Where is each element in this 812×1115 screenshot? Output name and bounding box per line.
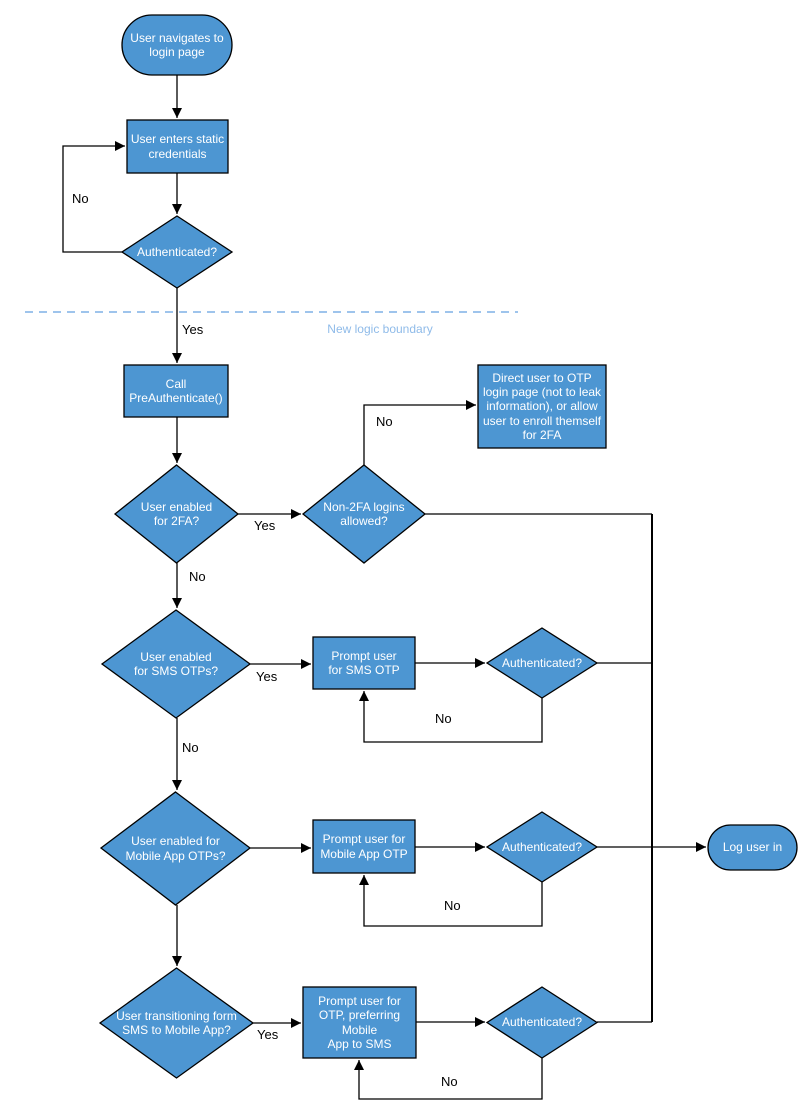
edge-label-no-authenticated-mobile: No <box>444 898 461 913</box>
logic-boundary-label: New logic boundary <box>327 322 433 336</box>
edge-label-yes-authenticated1: Yes <box>182 322 204 337</box>
edge-label-yes-enabled-2fa: Yes <box>254 518 276 533</box>
prompt-otp-preferring-box-shape <box>302 986 417 1059</box>
edge-label-yes-transition: Yes <box>257 1027 279 1042</box>
edge-label-no-enabled-2fa: No <box>189 569 206 584</box>
authenticated-transition-diamond-shape <box>485 986 599 1059</box>
authenticated-1-diamond-shape <box>120 215 234 289</box>
edge-non2fa-no-to-direct-otp <box>363 400 476 465</box>
call-preauthenticate-box-shape <box>123 364 229 418</box>
direct-user-to-otp-box-shape <box>477 364 607 449</box>
prompt-sms-otp-box-shape <box>312 636 416 690</box>
edge-label-no-non2fa: No <box>376 414 393 429</box>
edge-label-no-authenticated-transition: No <box>441 1074 458 1089</box>
edge-label-no-enabled-sms: No <box>182 740 199 755</box>
non-2fa-logins-diamond-shape <box>301 464 427 564</box>
edge-authenticated-sms-no-loop <box>359 691 543 743</box>
start-terminator-shape <box>121 14 233 76</box>
authenticated-sms-diamond-shape <box>485 627 599 699</box>
edge-label-yes-enabled-sms: Yes <box>256 669 278 684</box>
edges <box>62 75 706 1100</box>
edge-authenticated-transition-no-loop <box>354 1058 543 1100</box>
edge-authenticated1-no-loop <box>62 141 125 253</box>
prompt-mobile-otp-box-shape <box>312 819 416 874</box>
log-user-in-terminator-shape <box>707 824 798 871</box>
edge-label-no-authenticated1: No <box>72 191 89 206</box>
user-enabled-sms-diamond-shape <box>100 609 252 719</box>
edge-authenticated-mobile-no-loop <box>359 875 543 927</box>
user-transitioning-diamond-shape <box>98 967 255 1079</box>
enter-credentials-box-shape <box>126 119 229 174</box>
authenticated-mobile-diamond-shape <box>485 811 599 883</box>
node-shapes <box>98 14 798 1079</box>
user-enabled-2fa-diamond-shape <box>113 464 240 564</box>
edge-label-no-authenticated-sms: No <box>435 711 452 726</box>
user-enabled-mobile-diamond-shape <box>99 791 252 906</box>
